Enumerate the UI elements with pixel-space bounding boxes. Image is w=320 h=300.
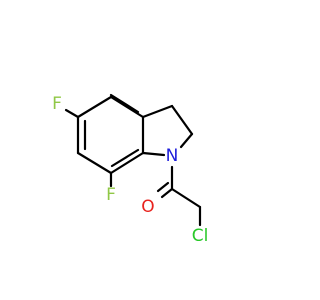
bond-n1-c7a	[141, 151, 166, 157]
atom-label-cl: Cl	[192, 226, 209, 246]
structure-drawing: F F N O Cl	[52, 93, 209, 246]
atom-label-f7: F	[106, 185, 116, 205]
bond-carbonyl-o-double	[156, 181, 170, 193]
bond-c2-n1	[179, 132, 194, 149]
bond-c5-f	[64, 108, 80, 119]
bond-carbonyl-ch2	[170, 187, 202, 209]
atom-label-f5: F	[52, 94, 62, 114]
bond-c7-c7a	[109, 151, 145, 175]
bond-c6-c7	[76, 151, 113, 175]
bond-carbonyl-o	[160, 187, 174, 199]
bond-c3a-c4-inner	[109, 93, 140, 114]
bond-c3-c2	[170, 104, 194, 136]
atom-label-o: O	[141, 197, 154, 217]
atom-label-n1: N	[166, 146, 179, 166]
bond-c3a-c3	[141, 104, 174, 119]
bond-c3a-c4	[109, 95, 145, 119]
bond-c4-c5	[76, 95, 113, 119]
molecule-diagram: F F N O Cl	[52, 93, 209, 246]
bond-c7-c7a-inner	[110, 148, 140, 168]
